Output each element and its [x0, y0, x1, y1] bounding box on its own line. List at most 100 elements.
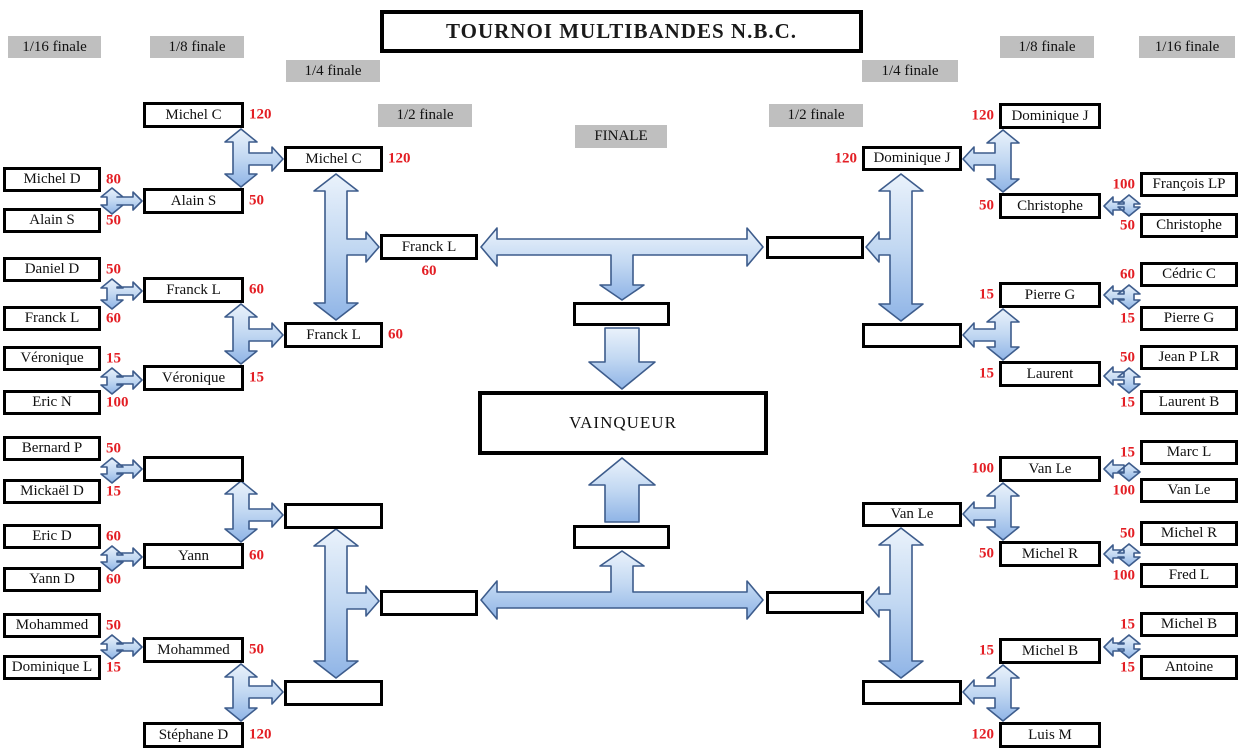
score-label: 15 [1120, 616, 1135, 632]
round-label-left-2: 1/2 finale [378, 104, 472, 127]
connector-arrow [224, 128, 284, 188]
player-box: Franck L [3, 306, 101, 331]
bracket-slot-left-r16-7: Mickaël D 15 [3, 479, 121, 504]
player-name: Véronique [20, 350, 84, 366]
player-box [284, 680, 383, 706]
player-name: Cédric C [1162, 266, 1216, 282]
score-label: 15 [1120, 444, 1135, 460]
player-name: Fred L [1168, 567, 1210, 583]
player-box: Dominique L [3, 655, 101, 680]
player-name: Bernard P [21, 440, 83, 456]
player-name: Michel D [23, 171, 81, 187]
score-label: 60 [249, 547, 264, 564]
player-name: Van Le [890, 506, 934, 522]
player-name: Mohammed [157, 641, 230, 658]
bracket-slot-left-r8-6: Mohammed 50 [143, 637, 264, 663]
bracket-slot-right-r2-1 [766, 591, 864, 614]
connector-arrow [100, 545, 143, 572]
winner-box: VAINQUEUR [478, 391, 768, 455]
bracket-slot-right-r8-0: Dominique J 120 [972, 103, 1101, 129]
player-box [862, 680, 962, 705]
score-label: 15 [249, 369, 264, 386]
connector-arrow [313, 173, 380, 321]
player-box [284, 503, 383, 529]
bracket-slot-right-r16-5: Laurent B 15 [1120, 390, 1238, 415]
score-label: 15 [979, 365, 994, 382]
score-label: 60 [249, 281, 264, 298]
round-label-left-8: 1/8 finale [150, 36, 244, 58]
round-label-left-4: 1/4 finale [286, 60, 380, 82]
player-box: Eric N [3, 390, 101, 415]
player-box: Pierre G [1140, 306, 1238, 331]
score-label: 100 [106, 394, 129, 410]
score-label: 50 [979, 545, 994, 562]
round-label-right-16: 1/16 finale [1139, 36, 1235, 58]
player-box: Van Le [862, 502, 962, 527]
player-box: Eric D [3, 524, 101, 549]
player-box: Alain S [3, 208, 101, 233]
bracket-slot-left-r4-2 [284, 503, 383, 529]
connector-arrow [962, 308, 1020, 361]
connector-arrow [962, 129, 1020, 193]
connector-arrow [100, 457, 143, 484]
bracket-slot-final_slots-0 [573, 302, 670, 326]
connector-arrow [962, 664, 1020, 722]
player-box [766, 236, 864, 259]
score-label: 120 [834, 150, 858, 166]
player-name: Mickaël D [20, 483, 84, 499]
connector-arrow [100, 187, 143, 215]
player-name: Franck L [24, 310, 80, 326]
player-box: François LP [1140, 172, 1238, 197]
player-name: Michel R [1160, 525, 1218, 541]
score-label: 15 [1120, 394, 1135, 410]
bracket-slot-right-r4-3 [862, 680, 962, 705]
player-name: Michel R [1021, 545, 1079, 562]
player-name: Michel B [1160, 616, 1218, 632]
player-name: Franck L [306, 326, 361, 343]
bracket-slot-left-r2-1 [380, 590, 478, 616]
player-box: Fred L [1140, 563, 1238, 588]
score-label: 50 [1120, 217, 1135, 233]
player-box: Michel R [999, 541, 1101, 567]
player-box: Dominique J [862, 146, 962, 171]
player-name: Laurent B [1158, 394, 1220, 410]
connector-arrow [100, 367, 143, 395]
score-label: 100 [1112, 482, 1136, 498]
player-box [862, 323, 962, 348]
round-label-finale: FINALE [575, 125, 667, 148]
score-label: 120 [971, 107, 995, 124]
player-name: Van Le [1028, 460, 1072, 477]
player-box [573, 525, 670, 549]
score-label: 15 [106, 483, 121, 499]
tournament-title: TOURNOI MULTIBANDES N.B.C. [446, 19, 797, 43]
score-label: 50 [249, 641, 264, 658]
bracket-slot-right-r4-2: Van Le [862, 502, 962, 527]
player-box: Dominique J [999, 103, 1101, 129]
score-label: 100 [1112, 176, 1136, 192]
player-name: Daniel D [24, 261, 80, 277]
player-name: Dominique J [1011, 107, 1089, 124]
player-box [573, 302, 670, 326]
player-box: Marc L [1140, 440, 1238, 465]
player-name: François LP [1152, 176, 1226, 192]
player-box: Van Le [1140, 478, 1238, 503]
score-label: 50 [1120, 349, 1135, 365]
player-name: Jean P LR [1158, 349, 1220, 365]
player-name: Alain S [170, 192, 217, 209]
player-box: Michel R [1140, 521, 1238, 546]
